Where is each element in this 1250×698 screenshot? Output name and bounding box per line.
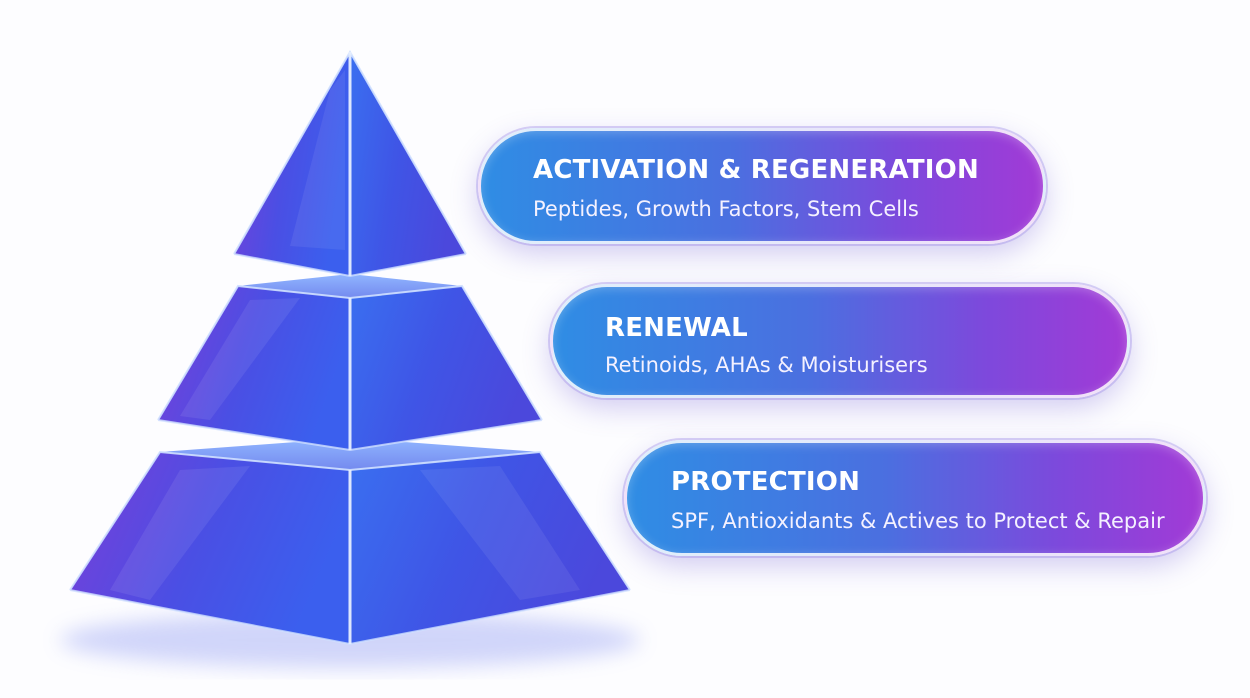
tier-title: RENEWAL <box>605 313 748 343</box>
tier-description: SPF, Antioxidants & Actives to Protect &… <box>671 509 1165 533</box>
tier-card-activation: ACTIVATION & REGENERATION Peptides, Grow… <box>478 128 1046 244</box>
tier-card-protection: PROTECTION SPF, Antioxidants & Actives t… <box>624 440 1206 556</box>
pyramid-tier-top <box>233 49 467 278</box>
tier-description: Peptides, Growth Factors, Stem Cells <box>533 197 919 221</box>
tier-description: Retinoids, AHAs & Moisturisers <box>605 353 928 377</box>
tier-title: PROTECTION <box>671 467 861 497</box>
pyramid-tier-middle <box>157 274 543 452</box>
tier-card-renewal: RENEWAL Retinoids, AHAs & Moisturisers <box>550 284 1130 398</box>
pyramid-tier-bottom <box>69 438 631 646</box>
tier-title: ACTIVATION & REGENERATION <box>533 155 979 185</box>
